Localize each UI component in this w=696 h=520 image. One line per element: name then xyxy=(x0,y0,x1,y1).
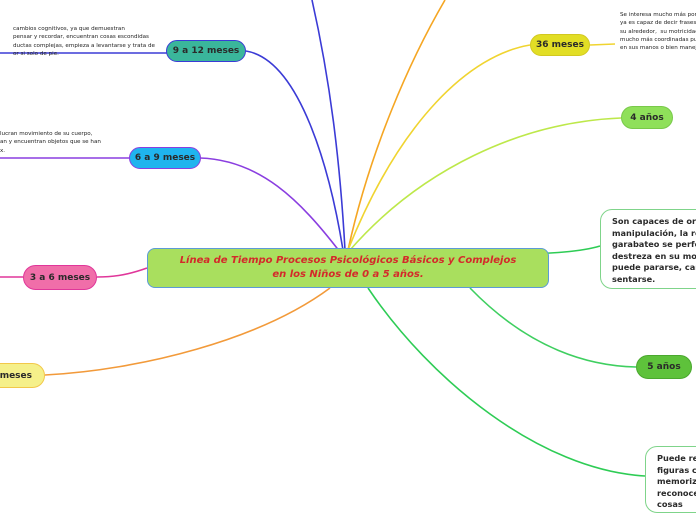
node-label: 5 años xyxy=(647,362,681,372)
central-title: Línea de Tiempo Procesos Psicológicos Bá… xyxy=(179,255,517,280)
node-5-anos[interactable]: 5 años xyxy=(636,355,692,379)
connector-reconocer xyxy=(367,287,646,477)
node-label: 4 años xyxy=(630,112,664,123)
central-topic[interactable]: Línea de Tiempo Procesos Psicológicos Bá… xyxy=(147,248,549,288)
node-label: 36 meses xyxy=(536,40,584,50)
node-4-anos[interactable]: 4 años xyxy=(621,106,673,129)
connector-6a9 xyxy=(199,157,341,253)
connector-top-orange xyxy=(347,0,446,251)
connector-36-note xyxy=(589,43,616,46)
connector-9a12 xyxy=(245,50,344,251)
node-label: 9 a 12 meses xyxy=(172,46,240,56)
connector-top-blue xyxy=(311,0,346,251)
textbox-reconocer[interactable]: Puede rea figuras co memoriza reconocer … xyxy=(645,446,696,513)
node-9-a-12-meses[interactable]: 9 a 12 meses xyxy=(166,40,246,62)
node-3-meses[interactable]: 3 meses xyxy=(0,363,45,388)
connector-3m xyxy=(44,287,331,376)
textbox-capaces[interactable]: Son capaces de orden manipulación, la re… xyxy=(600,209,696,289)
connector-3a6 xyxy=(96,267,148,278)
node-label: 3 meses xyxy=(0,370,32,381)
node-3-a-6-meses[interactable]: 3 a 6 meses xyxy=(23,265,97,290)
node-label: 6 a 9 meses xyxy=(134,153,196,163)
note-36: Se interesa mucho más por ya es capaz de… xyxy=(620,12,696,52)
connector-5 xyxy=(469,287,637,368)
note-9a12: cambios cognitivos, ya que demuestran pe… xyxy=(13,26,155,57)
node-36-meses[interactable]: 36 meses xyxy=(530,34,590,56)
node-6-a-9-meses[interactable]: 6 a 9 meses xyxy=(129,147,201,169)
connector-4 xyxy=(349,117,622,251)
connector-36 xyxy=(347,44,531,251)
note-6a9: lucran movimiento de su cuerpo, an y enc… xyxy=(0,131,101,154)
node-label: 3 a 6 meses xyxy=(29,272,91,283)
